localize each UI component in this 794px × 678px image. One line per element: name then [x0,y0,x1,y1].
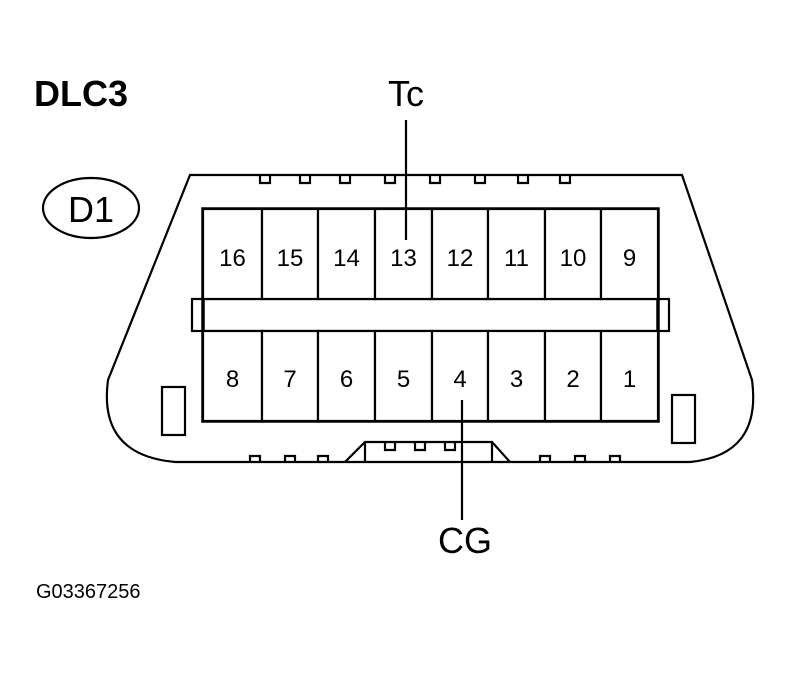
diagram-title: DLC3 [34,73,128,114]
top-pin-15: 15 [260,207,320,301]
connector-housing [105,173,755,464]
right-latch [670,393,697,445]
callout-cg: CG [438,400,492,561]
housing-bottom-notches [248,454,622,462]
top-pin-10: 10 [543,207,603,301]
top-pin-9: 9 [599,207,660,301]
housing-top-notches [258,175,572,185]
housing-key [344,440,511,463]
pin-number: 5 [397,366,410,393]
pin-number: 14 [333,245,360,272]
pin-cell [543,329,603,423]
pin-number: 13 [390,245,417,272]
pin-cell [201,207,264,301]
callout-tc: Tc [388,73,424,240]
pin-number: 15 [277,245,304,272]
left-latch [160,385,187,437]
callout-tc-label: Tc [388,73,424,114]
pin-number: 8 [226,366,239,393]
callout-cg-label: CG [438,520,492,561]
pin-cell [373,329,434,423]
pin-cell [486,329,547,423]
pin-number: 12 [447,245,474,272]
top-pin-13: 13 [373,207,434,301]
bottom-pin-7: 7 [260,329,320,423]
pin-number: 11 [504,245,529,272]
pin-cell [599,207,660,301]
connector-code-badge: D1 [41,176,141,240]
pin-number: 1 [623,366,636,393]
pin-number: 7 [283,366,296,393]
pin-number: 10 [560,245,587,272]
pin-number: 9 [623,245,636,272]
connector-code-ellipse [41,176,141,240]
bottom-pin-8: 8 [201,329,264,423]
connector-code-text: D1 [68,189,114,230]
bottom-pin-row: 8 7 6 5 4 3 2 1 [201,329,660,423]
pin-cell [201,329,264,423]
bottom-pin-6: 6 [316,329,377,423]
pin-number: 6 [340,366,353,393]
pin-cell [316,329,377,423]
bottom-pin-5: 5 [373,329,434,423]
bottom-pin-1: 1 [599,329,660,423]
top-pin-16: 16 [201,207,264,301]
pin-number: 16 [219,245,246,272]
top-pin-row: 16 15 14 13 12 11 10 9 [201,207,660,301]
pin-number: 2 [566,366,579,393]
bottom-pin-2: 2 [543,329,603,423]
pin-number: 3 [510,366,523,393]
pin-cell [599,329,660,423]
pin-cell [430,329,490,423]
figure-code: G03367256 [36,581,141,603]
top-pin-11: 11 [486,207,547,301]
bottom-pin-4: 4 [430,329,490,423]
pin-cell [543,207,603,301]
pin-number: 4 [453,366,466,393]
top-pin-14: 14 [316,207,377,301]
top-pin-12: 12 [430,207,490,301]
center-divider-bar [190,297,671,333]
bottom-pin-3: 3 [486,329,547,423]
